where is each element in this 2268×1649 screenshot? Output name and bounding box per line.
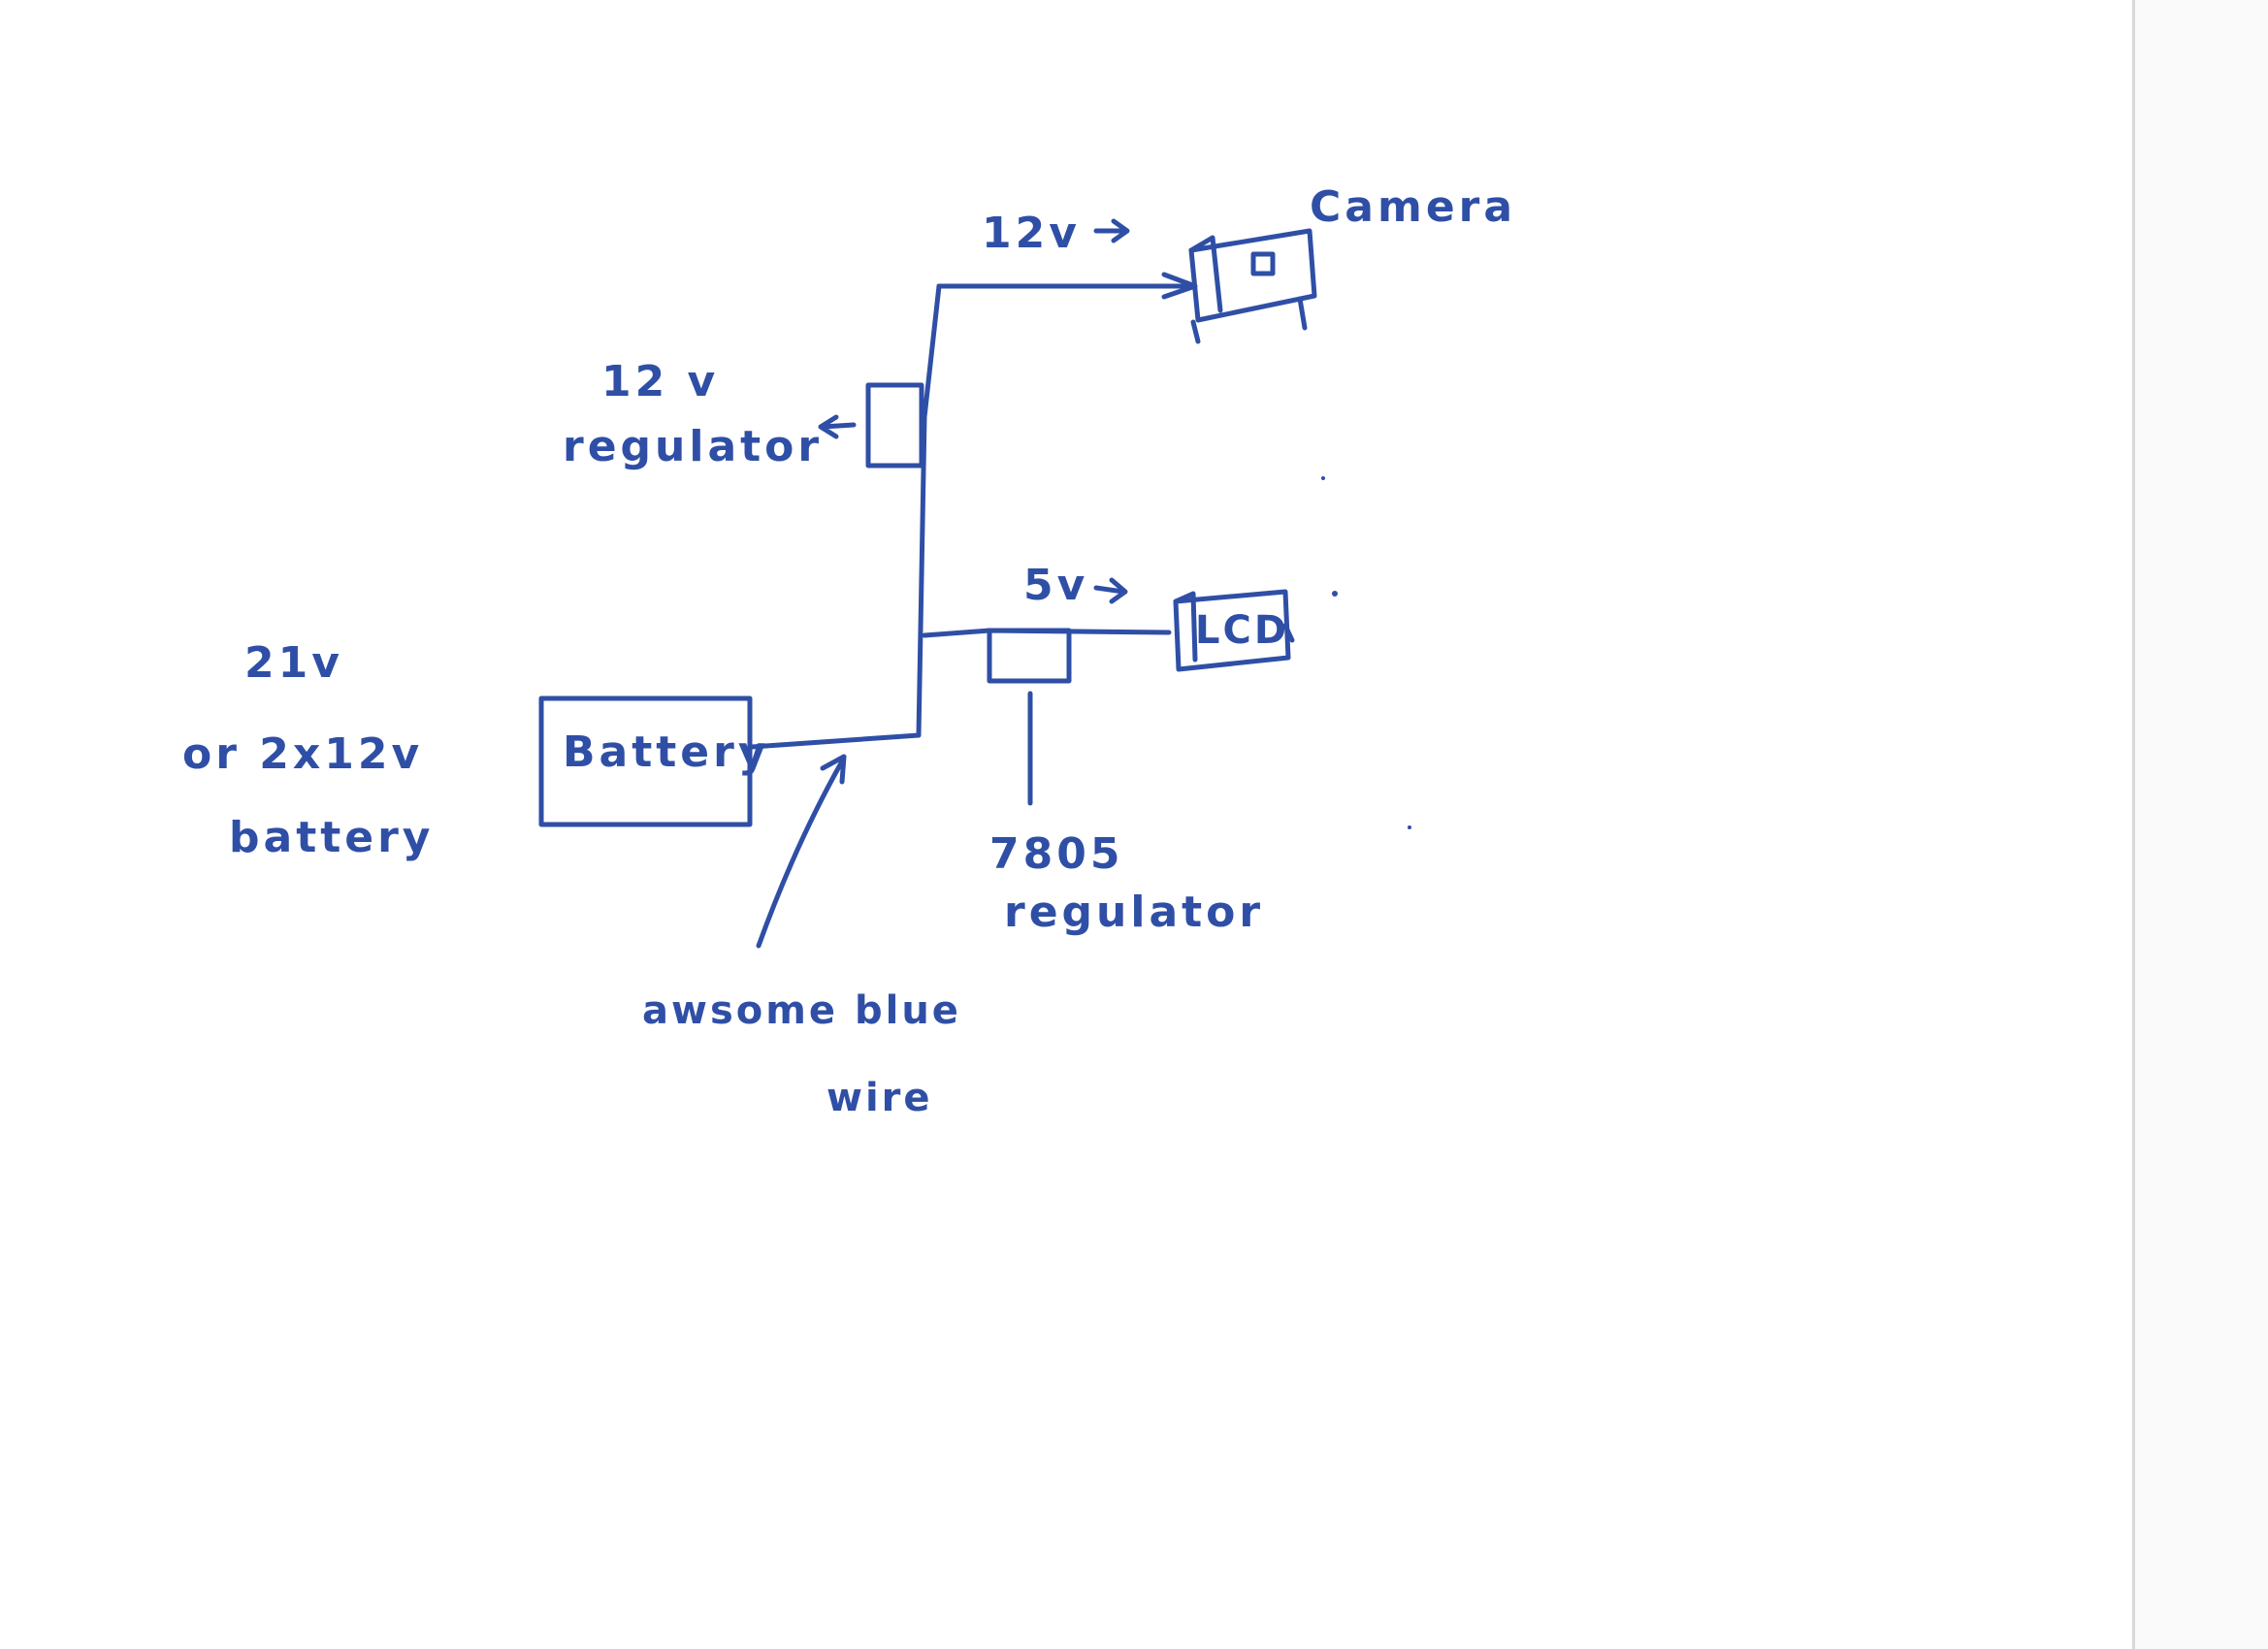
regulator-7805-label-line1: 7805	[989, 829, 1123, 879]
stray-ink-dot	[1408, 825, 1411, 829]
battery-box	[538, 695, 753, 827]
lcd-icon	[1173, 589, 1295, 672]
wire-note-arrowhead	[820, 754, 847, 785]
battery-spec-line2: or 2x12v	[182, 729, 423, 779]
lcd-body	[1173, 589, 1291, 672]
battery-spec-line1: 21v	[244, 638, 343, 688]
stray-ink-dot	[1321, 476, 1325, 480]
camera-legs	[1190, 296, 1308, 344]
stray-ink-dot	[1332, 591, 1338, 597]
paper-edge	[2132, 0, 2135, 1649]
regulator-12v-label-line2: regulator	[563, 422, 823, 471]
camera-icon	[1188, 228, 1317, 344]
battery-wire	[749, 732, 922, 750]
camera-lens	[1250, 251, 1276, 276]
camera-label: Camera	[1310, 182, 1516, 232]
camera-voltage-arrow	[1093, 218, 1130, 243]
lcd-corner	[1282, 623, 1295, 643]
scan-margin	[2135, 0, 2268, 1649]
battery-spec-line3: battery	[229, 813, 434, 862]
lcd-voltage-arrow	[1093, 577, 1128, 604]
lcd-label: LCD	[1195, 608, 1289, 653]
regulator-12v-label-line1: 12 v	[601, 357, 719, 406]
upper-bus-wire	[922, 283, 949, 420]
regulator-7805-box	[987, 628, 1072, 684]
battery-label: Battery	[563, 728, 770, 777]
regulator-12v-box	[865, 382, 924, 469]
camera-front	[1188, 228, 1317, 323]
camera-side	[1188, 235, 1223, 313]
regulator-7805-label-line2: regulator	[1004, 888, 1264, 937]
regulator-12v-arrow	[818, 414, 857, 439]
wire-note-pointer	[756, 759, 845, 949]
wire-note-line2: wire	[826, 1076, 933, 1120]
lcd-side	[1173, 591, 1198, 663]
camera-voltage-label: 12v	[982, 209, 1081, 258]
wire-note-line1: awsome blue	[642, 988, 961, 1033]
lcd-voltage-label: 5v	[1023, 561, 1088, 610]
main-bus-wire	[916, 414, 927, 738]
